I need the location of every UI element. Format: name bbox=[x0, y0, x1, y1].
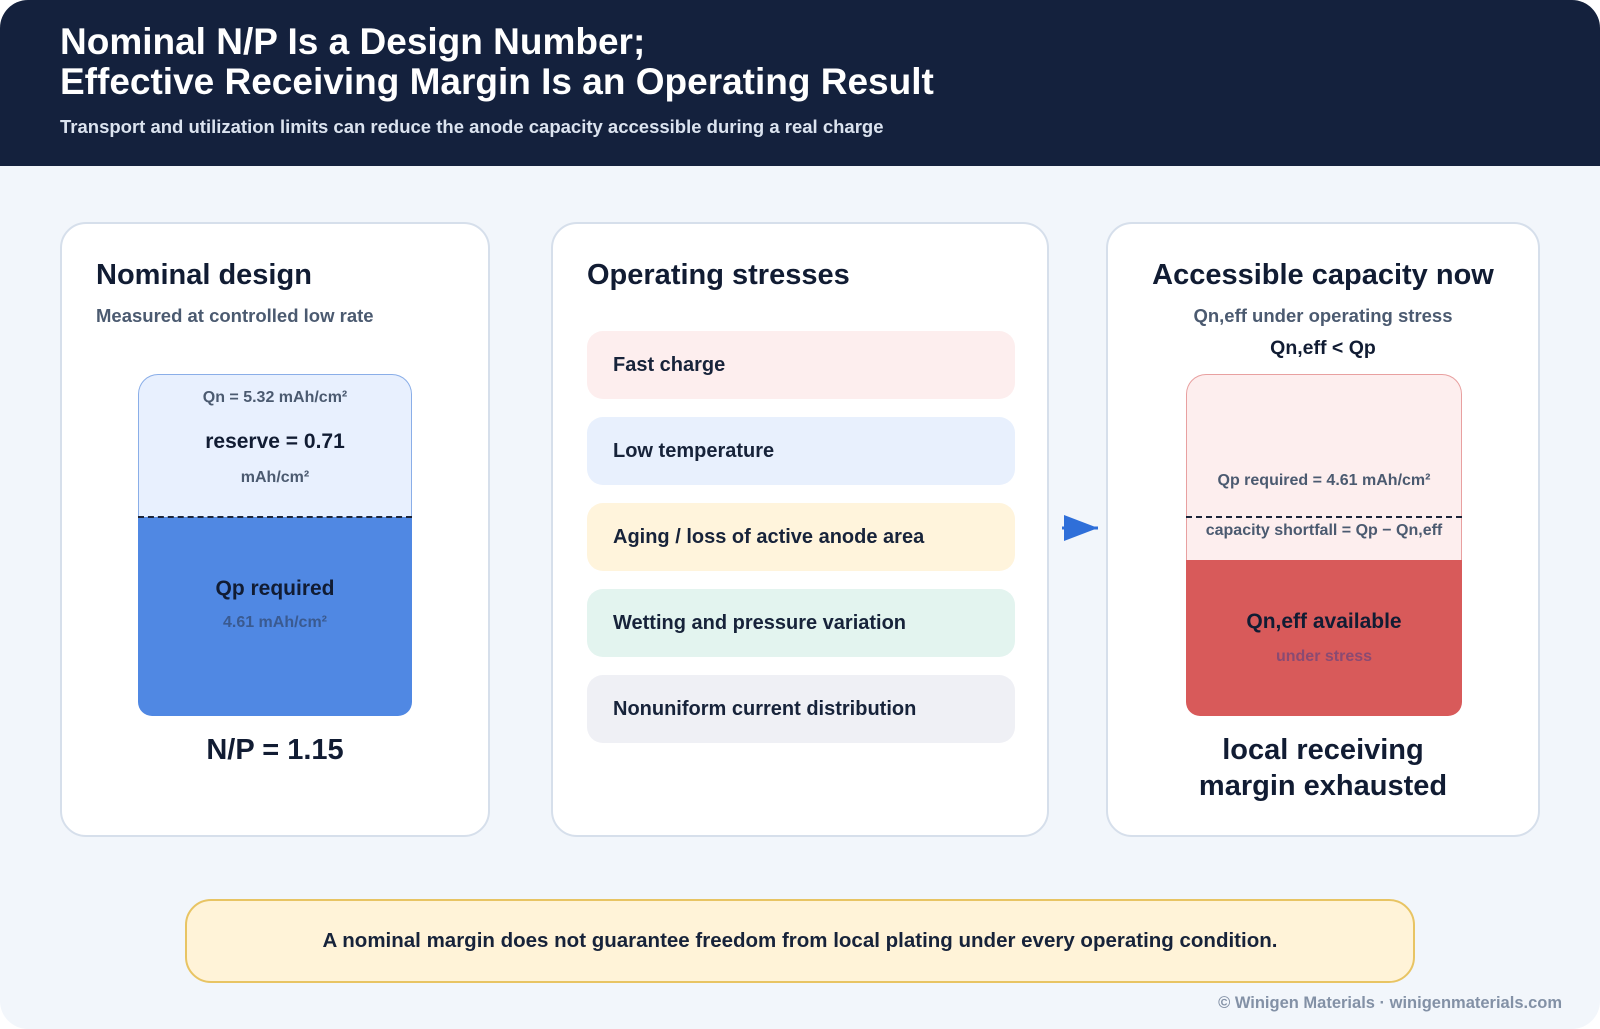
credit-text: © Winigen Materials · winigenmaterials.c… bbox=[1218, 994, 1562, 1012]
accessible-capacity-card: Accessible capacity now Qn,eff under ope… bbox=[1106, 222, 1540, 837]
np-ratio: N/P = 1.15 bbox=[206, 734, 344, 766]
stress-item-fast-charge: Fast charge bbox=[587, 331, 1015, 399]
flow-arrow-icon bbox=[1062, 515, 1098, 541]
shortfall-segment: Qp required = 4.61 mAh/cm² capacity shor… bbox=[1186, 374, 1462, 560]
qn-label: Qn = 5.32 mAh/cm² bbox=[202, 389, 348, 406]
capacity-relation: Qn,eff < Qp bbox=[1270, 337, 1376, 359]
reserve-segment: Qn = 5.32 mAh/cm² reserve = 0.71 mAh/cm² bbox=[138, 374, 412, 517]
stress-item-aging: Aging / loss of active anode area bbox=[587, 503, 1015, 571]
accessible-card-subtitle: Qn,eff under operating stress bbox=[1193, 305, 1453, 326]
stress-item-low-temperature: Low temperature bbox=[587, 417, 1015, 485]
qp-required-label: Qp required bbox=[215, 577, 335, 600]
nominal-card-subtitle: Measured at controlled low rate bbox=[96, 305, 374, 326]
accessible-card-title: Accessible capacity now bbox=[1152, 259, 1494, 291]
qp-required-threshold-label: Qp required = 4.61 mAh/cm² bbox=[1217, 472, 1431, 489]
conclusion-line-2: margin exhausted bbox=[1198, 770, 1448, 802]
reserve-label: reserve = 0.71 bbox=[205, 430, 345, 453]
page-subtitle: Transport and utilization limits can red… bbox=[60, 116, 884, 137]
qp-required-value: 4.61 mAh/cm² bbox=[222, 614, 328, 631]
stresses-card-title: Operating stresses bbox=[587, 259, 850, 291]
conclusion-line-1: local receiving bbox=[1222, 734, 1424, 766]
reserve-unit: mAh/cm² bbox=[240, 469, 310, 486]
footer-note: A nominal margin does not guarantee free… bbox=[185, 899, 1415, 983]
nominal-capacity-bar: Qn = 5.32 mAh/cm² reserve = 0.71 mAh/cm²… bbox=[138, 374, 412, 716]
qp-required-segment: Qp required 4.61 mAh/cm² bbox=[138, 517, 412, 716]
page-title-line-2: Effective Receiving Margin Is an Operati… bbox=[60, 61, 934, 102]
stress-item-nonuniform-current: Nonuniform current distribution bbox=[587, 675, 1015, 743]
qp-threshold-line bbox=[1186, 516, 1462, 518]
effective-capacity-bar: Qp required = 4.61 mAh/cm² capacity shor… bbox=[1186, 374, 1462, 716]
available-capacity-segment: Qn,eff available under stress bbox=[1186, 560, 1462, 716]
nominal-card-title: Nominal design bbox=[96, 259, 312, 291]
page-title-line-1: Nominal N/P Is a Design Number; bbox=[60, 21, 646, 62]
stress-item-wetting-pressure: Wetting and pressure variation bbox=[587, 589, 1015, 657]
available-capacity-label: Qn,eff available bbox=[1246, 610, 1402, 633]
nominal-divider-line bbox=[138, 516, 412, 518]
available-capacity-sub: under stress bbox=[1275, 648, 1373, 665]
capacity-shortfall-label: capacity shortfall = Qp − Qn,eff bbox=[1205, 522, 1443, 539]
nominal-design-card: Nominal design Measured at controlled lo… bbox=[60, 222, 490, 837]
operating-stresses-card: Operating stresses Fast charge Low tempe… bbox=[551, 222, 1049, 837]
header-banner: Nominal N/P Is a Design Number; Effectiv… bbox=[0, 0, 1600, 166]
